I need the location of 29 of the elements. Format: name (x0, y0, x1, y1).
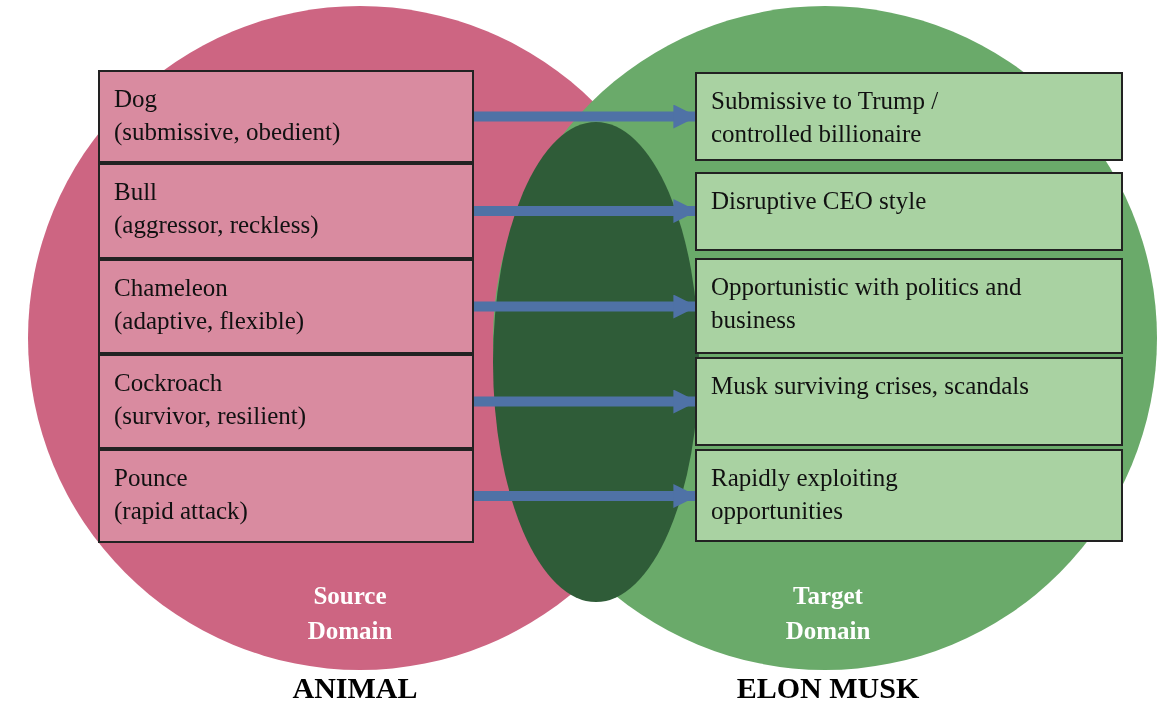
box-text: Submissive to Trump / controlled billionaire (711, 86, 940, 149)
box-text: Dog (114, 84, 159, 114)
box-text: Chameleon (114, 273, 229, 303)
box-text: (rapid attack) (114, 496, 249, 527)
mapping-box (98, 449, 474, 543)
box-text: Rapidly exploiting opportunities (711, 463, 899, 526)
box-text: Disruptive CEO style (711, 186, 928, 216)
box-text: Bull (114, 177, 159, 207)
mapping-box (98, 70, 474, 163)
domain-label: Source Domain (306, 581, 394, 646)
domain-heading: ELON MUSK (735, 672, 921, 704)
mapping-box (695, 449, 1123, 542)
box-text: Pounce (114, 463, 189, 493)
box-text: Musk surviving crises, scandals (711, 371, 1031, 401)
mapping-box (695, 258, 1123, 354)
box-text: (adaptive, flexible) (114, 306, 306, 337)
mapping-box (98, 259, 474, 354)
domain-label: Target Domain (784, 581, 872, 646)
box-text: (aggressor, reckless) (114, 210, 320, 241)
mapping-box (98, 163, 474, 259)
box-text: (survivor, resilient) (114, 401, 307, 432)
mapping-box (695, 172, 1123, 251)
mapping-box (98, 354, 474, 449)
mapping-box (695, 72, 1123, 161)
mapping-box (695, 357, 1123, 446)
box-text: Cockroach (114, 368, 224, 398)
domain-heading: ANIMAL (291, 672, 419, 704)
box-text: Opportunistic with politics and business (711, 272, 1023, 335)
box-text: (submissive, obedient) (114, 117, 342, 148)
